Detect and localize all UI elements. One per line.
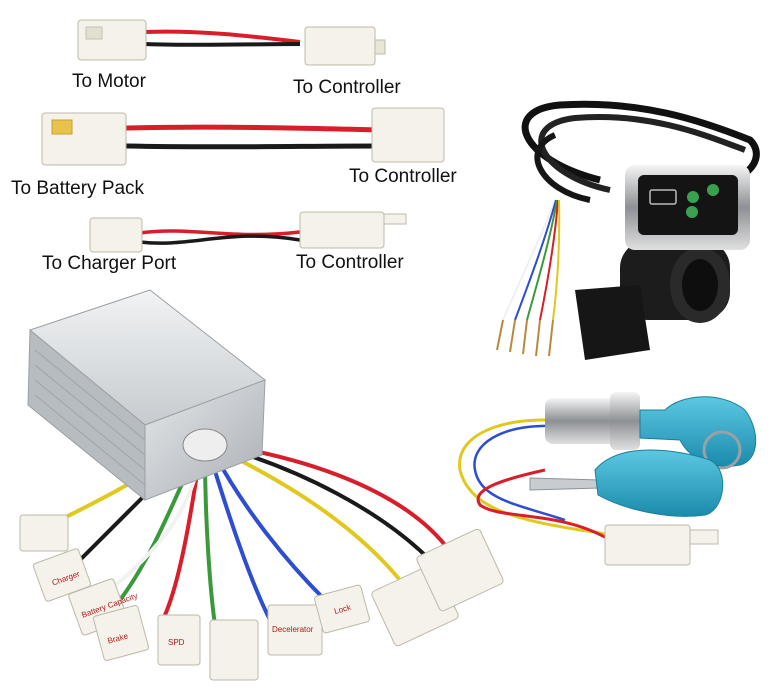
label-charger-to-controller: To Controller <box>296 252 404 273</box>
charger-cable <box>89 211 407 253</box>
charger-connector-left <box>89 217 143 253</box>
motor-connector-right <box>304 26 376 66</box>
motor-controller: Charger Battery Capacity Brake SPD Decel… <box>19 289 504 681</box>
motor-connector-left <box>77 19 147 61</box>
label-to-motor: To Motor <box>72 71 146 92</box>
battery-cable <box>41 107 445 166</box>
key-lock-connector <box>604 524 691 566</box>
thumb-throttle <box>496 100 760 360</box>
label-to-charger-port: To Charger Port <box>42 253 177 274</box>
key-lock <box>458 392 757 566</box>
tag-lock: Lock <box>333 603 353 616</box>
label-to-battery-pack: To Battery Pack <box>11 178 145 199</box>
label-motor-to-controller: To Controller <box>293 77 401 98</box>
motor-cable <box>77 19 386 66</box>
label-battery-to-controller: To Controller <box>349 166 457 187</box>
tag-decelerator: Decelerator <box>272 625 314 634</box>
battery-connector-right <box>371 107 445 163</box>
charger-connector-right <box>299 211 385 249</box>
tag-spd: SPD <box>168 638 185 647</box>
